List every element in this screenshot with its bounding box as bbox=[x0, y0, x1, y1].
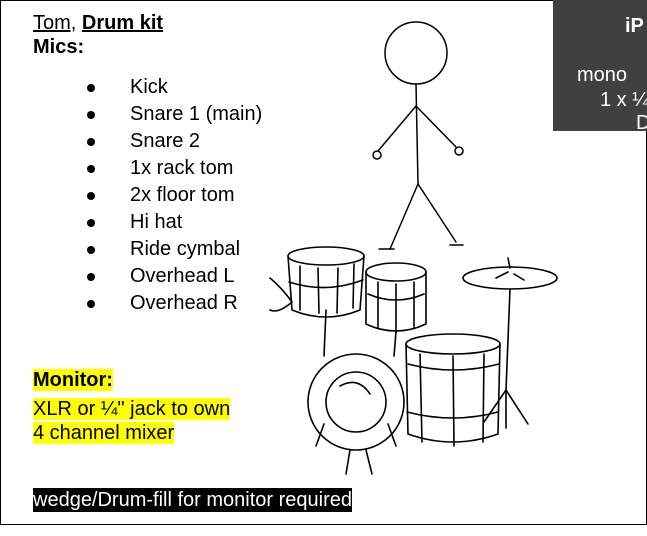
mic-label: Hi hat bbox=[130, 211, 183, 233]
monitor-description: XLR or ¼" jack to own 4 channel mixer bbox=[33, 397, 303, 445]
ipad-line-2: 1 x ¼ bbox=[600, 89, 647, 111]
bullet-icon bbox=[87, 246, 95, 254]
mic-label: Overhead L bbox=[130, 265, 235, 287]
bullet-icon bbox=[87, 273, 95, 281]
mic-label: Kick bbox=[130, 76, 168, 98]
bullet-icon bbox=[87, 300, 95, 308]
mic-label: 1x rack tom bbox=[130, 157, 234, 179]
bullet-icon bbox=[87, 165, 95, 173]
ipad-line-1: mono bbox=[577, 64, 628, 86]
instrument-name: Drum kit bbox=[81, 12, 164, 34]
bullet-icon bbox=[87, 219, 95, 227]
monitor-requirement: wedge/Drum-fill for monitor required bbox=[33, 488, 353, 512]
ipad-title: iP bbox=[625, 15, 644, 37]
bullet-icon bbox=[87, 192, 95, 200]
mics-label: Mics: bbox=[33, 36, 85, 58]
musician-heading: Tom, Drum kit bbox=[33, 12, 163, 34]
mic-label: Snare 2 bbox=[130, 130, 201, 152]
bullet-icon bbox=[87, 111, 95, 119]
drum-kit-icon bbox=[269, 246, 558, 475]
mic-label: Overhead R bbox=[130, 292, 238, 314]
mic-label: Snare 1 (main) bbox=[130, 103, 263, 125]
musician-name: Tom, bbox=[33, 12, 77, 34]
ipad-info-box: iP mono 1 x ¼ DI requ bbox=[553, 0, 647, 131]
bullet-icon bbox=[87, 84, 95, 92]
drummer-illustration bbox=[269, 21, 558, 475]
monitor-line-2: 4 channel mixer bbox=[33, 422, 175, 444]
mic-label: Ride cymbal bbox=[130, 238, 241, 260]
ipad-line-3: DI bbox=[636, 112, 647, 131]
stick-figure-icon bbox=[372, 21, 464, 250]
monitor-label: Monitor: bbox=[33, 369, 113, 391]
bullet-icon bbox=[87, 138, 95, 146]
mic-label: 2x floor tom bbox=[130, 184, 235, 206]
monitor-line-1: XLR or ¼" jack to own bbox=[33, 398, 231, 420]
